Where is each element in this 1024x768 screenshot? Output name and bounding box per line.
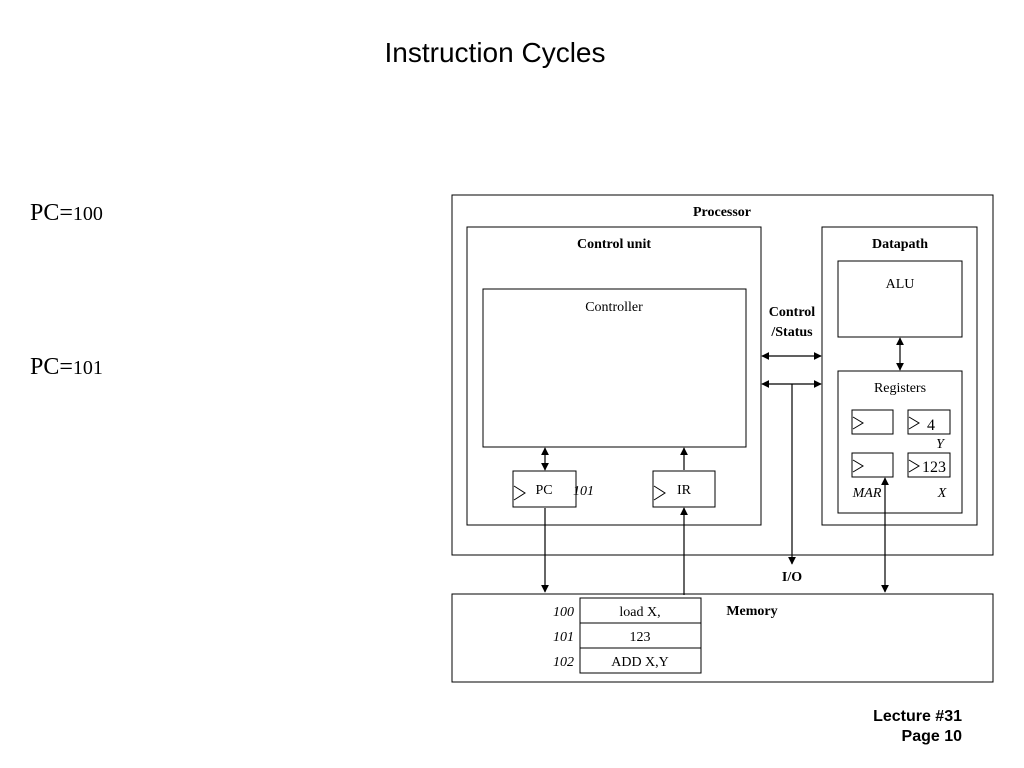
slide-footer: Lecture #31 Page 10	[873, 707, 962, 747]
datapath-label: Datapath	[872, 237, 928, 252]
memory-content: 123	[630, 630, 651, 645]
memory-address: 100	[553, 605, 574, 620]
pc-state-label: PC=	[30, 200, 73, 226]
register-x-label: X	[937, 486, 947, 501]
register-y-value: 4	[927, 417, 935, 434]
ir-register-label: IR	[677, 483, 692, 498]
mar-label: MAR	[852, 486, 882, 501]
memory-cell	[579, 647, 702, 674]
pc-state-1: PC=100	[30, 200, 103, 227]
memory-address: 101	[553, 630, 574, 645]
registers-box	[837, 370, 963, 514]
processor-label: Processor	[693, 205, 751, 220]
slide-title: Instruction Cycles	[384, 37, 606, 68]
clock-triangle-icon	[908, 416, 920, 430]
controller-box	[482, 288, 747, 448]
pc-register-value: 101	[573, 484, 594, 499]
alu-box	[837, 260, 963, 338]
io-label: I/O	[782, 570, 802, 585]
memory-table: 100 101 102 load X, 123 ADD X,Y	[553, 597, 702, 674]
pc-register	[512, 470, 577, 508]
register-y-label: Y	[936, 437, 946, 452]
pc-state-value: 101	[72, 357, 103, 379]
control-status-label: Control/Status	[769, 305, 816, 340]
register-x-value: 123	[922, 459, 946, 476]
controller-label: Controller	[585, 300, 643, 315]
datapath-box	[821, 226, 978, 526]
pc-register-label: PC	[535, 483, 552, 498]
clock-triangle-icon	[852, 416, 864, 430]
lecture-number: Lecture #31	[873, 708, 962, 725]
control-unit-label: Control unit	[577, 237, 651, 252]
clock-triangle-icon	[653, 485, 666, 501]
processor-box	[451, 194, 994, 556]
memory-box	[451, 593, 994, 683]
control-unit-box	[466, 226, 762, 526]
pc-state-label: PC=	[30, 354, 73, 380]
pc-state-value: 100	[72, 203, 103, 225]
memory-address: 102	[553, 655, 574, 670]
clock-triangle-icon	[513, 485, 526, 501]
memory-label: Memory	[726, 604, 777, 619]
ir-register	[652, 470, 716, 508]
mar-register	[851, 452, 894, 478]
clock-triangle-icon	[908, 459, 920, 473]
alu-label: ALU	[886, 277, 915, 292]
registers-label: Registers	[874, 381, 926, 396]
register-y	[907, 409, 951, 435]
memory-content: ADD X,Y	[611, 655, 669, 670]
pc-state-2: PC=101	[30, 354, 103, 381]
register-x	[907, 452, 951, 478]
page-number: Page 10	[901, 728, 962, 745]
clock-triangle-icon	[852, 459, 864, 473]
memory-content: load X,	[619, 605, 660, 620]
register-cell	[851, 409, 894, 435]
